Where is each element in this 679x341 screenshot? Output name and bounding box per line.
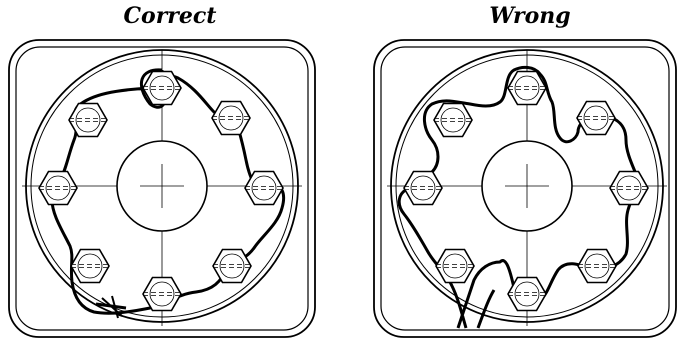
bolt-upper-right: [211, 100, 251, 136]
bolt-bottom: [142, 276, 182, 312]
housing-inner: [380, 46, 670, 331]
bolt-lower-left: [435, 248, 475, 284]
flange-correct: [8, 39, 316, 338]
wrong-label: Wrong: [489, 3, 571, 29]
housing-inner: [15, 46, 309, 331]
bolt-upper-right: [576, 100, 616, 136]
correct-label: Correct: [123, 3, 217, 29]
housing-outer: [8, 39, 316, 338]
bolt-lower-right: [212, 248, 252, 284]
housing-outer: [373, 39, 677, 338]
bolt-left: [403, 170, 443, 206]
bolt-right: [609, 170, 649, 206]
wire-twist-knot: [101, 295, 123, 319]
wire-free-end: [476, 289, 496, 329]
safety-wire-correct: [49, 68, 286, 315]
bolt-left: [38, 170, 78, 206]
bolt-lower-right: [577, 248, 617, 284]
flange-wrong: [373, 39, 677, 338]
bolt-upper-left: [433, 102, 473, 138]
bolt-lower-left: [70, 248, 110, 284]
